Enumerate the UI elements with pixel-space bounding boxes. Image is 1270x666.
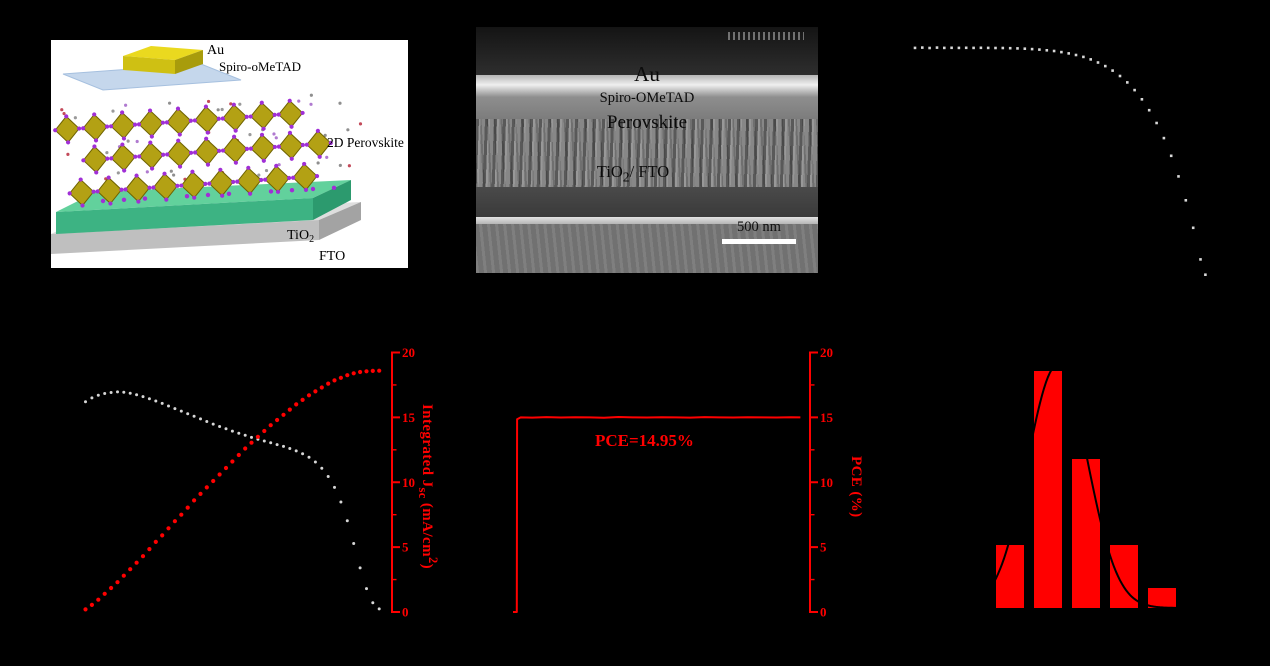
svg-text:5: 5 bbox=[820, 540, 827, 555]
sem-top-region bbox=[476, 27, 818, 75]
svg-text:5: 5 bbox=[402, 540, 409, 555]
schematic-perovskite-label: 2D Perovskite bbox=[327, 135, 404, 150]
schematic-tio2-label: TiO2 bbox=[287, 228, 314, 245]
jv-points bbox=[913, 46, 1207, 276]
sem-tio2-fto-label: TiO2/ FTO bbox=[596, 162, 670, 185]
sem-perovskite-layer bbox=[476, 119, 818, 187]
eqe-points bbox=[84, 390, 381, 611]
svg-text:10: 10 bbox=[820, 475, 833, 490]
stabilized-pce-line bbox=[513, 416, 801, 613]
schematic-au-label: Au bbox=[207, 43, 224, 58]
sem-tio2-layer bbox=[476, 187, 818, 217]
right-axis: 0 5 10 15 20 bbox=[391, 345, 416, 620]
sem-scalebar-label: 500 nm bbox=[737, 219, 781, 235]
panel-a-device-schematic: Au Spiro-oMeTAD 2D Perovskite TiO2 FTO bbox=[51, 40, 408, 268]
schematic-spiro-label: Spiro-oMeTAD bbox=[219, 59, 301, 74]
svg-text:0: 0 bbox=[402, 605, 409, 620]
gaussian-fit-curve bbox=[961, 363, 1226, 609]
svg-text:10: 10 bbox=[402, 475, 415, 490]
sem-glass-region bbox=[476, 224, 818, 273]
svg-text:20: 20 bbox=[820, 345, 833, 360]
svg-text:15: 15 bbox=[820, 410, 834, 425]
pce-axis-label: PCE (%) bbox=[848, 456, 864, 518]
sem-fto-line bbox=[476, 217, 818, 224]
schematic-svg: Au Spiro-oMeTAD 2D Perovskite TiO2 FTO bbox=[51, 40, 408, 268]
panel-b-sem-image: Au Spiro-OMeTAD Perovskite TiO2/ FTO 500… bbox=[476, 27, 818, 273]
svg-text:20: 20 bbox=[402, 345, 415, 360]
pce-annotation: PCE=14.95% bbox=[595, 431, 694, 450]
au-electrode bbox=[123, 46, 203, 74]
integrated-jsc-axis-label: Integrated Jsc (mA/cm2) bbox=[416, 404, 440, 570]
hist-plot bbox=[961, 363, 1226, 609]
sem-perovskite-label: Perovskite bbox=[606, 112, 688, 133]
integrated-jsc-points bbox=[83, 368, 382, 612]
spo-plot: 0 5 10 15 20 bbox=[513, 345, 834, 620]
eqe-plot: 0 5 10 15 20 bbox=[83, 345, 416, 620]
sem-glass-texture bbox=[476, 224, 818, 273]
sem-spiro-label: Spiro-OMeTAD bbox=[599, 90, 695, 106]
schematic-fto-label: FTO bbox=[319, 249, 345, 264]
jv-plot bbox=[913, 46, 1207, 276]
sem-scalebar bbox=[722, 239, 796, 244]
svg-text:15: 15 bbox=[402, 410, 416, 425]
svg-text:0: 0 bbox=[820, 605, 827, 620]
octahedra-group bbox=[53, 98, 333, 208]
right-axis: 0 5 10 15 20 bbox=[809, 345, 834, 620]
sem-au-label: Au bbox=[634, 62, 660, 86]
sem-spiro-layer bbox=[476, 97, 818, 119]
histogram-bars bbox=[961, 363, 1226, 609]
sem-au-layer bbox=[476, 75, 818, 97]
sem-hud-text bbox=[728, 32, 804, 40]
sem-perovskite-texture bbox=[476, 119, 818, 187]
